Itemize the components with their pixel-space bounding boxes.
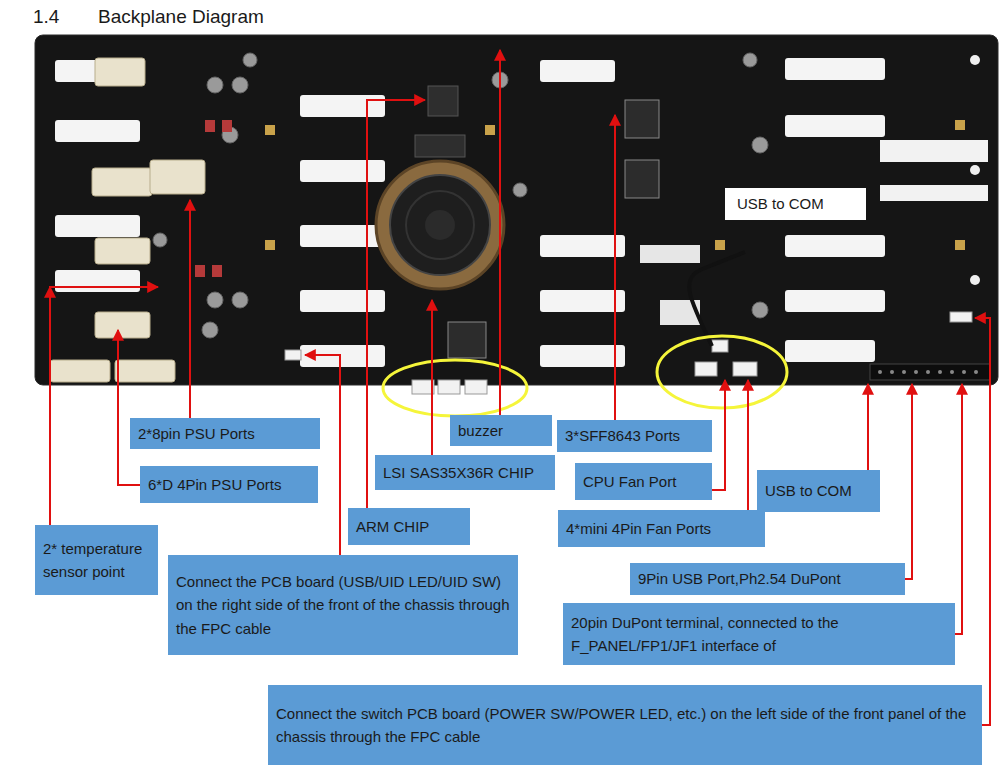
callout-text-group: 2*8pin PSU Ports <box>138 422 255 445</box>
callout-box: ARM CHIP <box>348 508 470 545</box>
callout-text-group: ARM CHIP <box>356 515 429 538</box>
callout-text-group: Connect the switch PCB board (POWER SW/P… <box>276 702 974 749</box>
callout-box: Connect the PCB board (USB/UID LED/UID S… <box>168 555 518 655</box>
callout-text-group: buzzer <box>458 419 503 442</box>
callout-text: USB to COM <box>737 192 824 215</box>
callout-text-group: LSI SAS35X36R CHIP <box>383 461 534 484</box>
callout-box: 2*8pin PSU Ports <box>130 418 320 449</box>
board-label-box: USB to COM <box>725 188 866 220</box>
callout-text-group: 2* temperature sensor point <box>43 537 150 584</box>
callout-text: 2*8pin PSU Ports <box>138 422 255 445</box>
callout-box: USB to COM <box>757 470 880 512</box>
callout-text-group: 4*mini 4Pin Fan Ports <box>566 517 711 540</box>
callout-text: LSI SAS35X36R CHIP <box>383 461 534 484</box>
callout-box: 20pin DuPont terminal, connected to the … <box>563 603 955 665</box>
callout-text-group: 20pin DuPont terminal, connected to the … <box>571 611 947 658</box>
callout-text: 6*D 4Pin PSU Ports <box>148 473 281 496</box>
callout-text: 4*mini 4Pin Fan Ports <box>566 517 711 540</box>
callout-box: 4*mini 4Pin Fan Ports <box>558 510 765 547</box>
callout-box: 3*SFF8643 Ports <box>557 420 712 452</box>
callout-box: CPU Fan Port <box>575 463 712 500</box>
callout-text-group: USB to COM <box>737 192 824 215</box>
callout-text: 3*SFF8643 Ports <box>565 424 680 447</box>
callout-text: ARM CHIP <box>356 515 429 538</box>
callout-box: 6*D 4Pin PSU Ports <box>140 466 318 503</box>
callout-text: 9Pin USB Port,Ph2.54 DuPont <box>638 567 841 590</box>
callout-box: LSI SAS35X36R CHIP <box>375 455 555 490</box>
diagram-title: Backplane Diagram <box>98 6 264 28</box>
callout-box: Connect the switch PCB board (POWER SW/P… <box>268 685 982 765</box>
callout-text: CPU Fan Port <box>583 470 676 493</box>
section-number: 1.4 <box>33 6 59 28</box>
callout-text-group: 6*D 4Pin PSU Ports <box>148 473 281 496</box>
callout-text: 20pin DuPont terminal, connected to the … <box>571 611 947 658</box>
callout-text-group: 9Pin USB Port,Ph2.54 DuPont <box>638 567 841 590</box>
callout-text-group: Connect the PCB board (USB/UID LED/UID S… <box>176 570 510 640</box>
callout-box: 2* temperature sensor point <box>35 525 158 595</box>
callout-text: 2* temperature sensor point <box>43 537 150 584</box>
callout-text: Connect the switch PCB board (POWER SW/P… <box>276 702 974 749</box>
callout-text-group: CPU Fan Port <box>583 470 676 493</box>
callout-text: Connect the PCB board (USB/UID LED/UID S… <box>176 570 510 640</box>
callout-box: 9Pin USB Port,Ph2.54 DuPont <box>630 563 905 595</box>
callout-box: buzzer <box>450 415 552 446</box>
callout-text: buzzer <box>458 419 503 442</box>
callout-text: USB to COM <box>765 479 852 502</box>
callout-text-group: USB to COM <box>765 479 852 502</box>
callout-text-group: 3*SFF8643 Ports <box>565 424 680 447</box>
